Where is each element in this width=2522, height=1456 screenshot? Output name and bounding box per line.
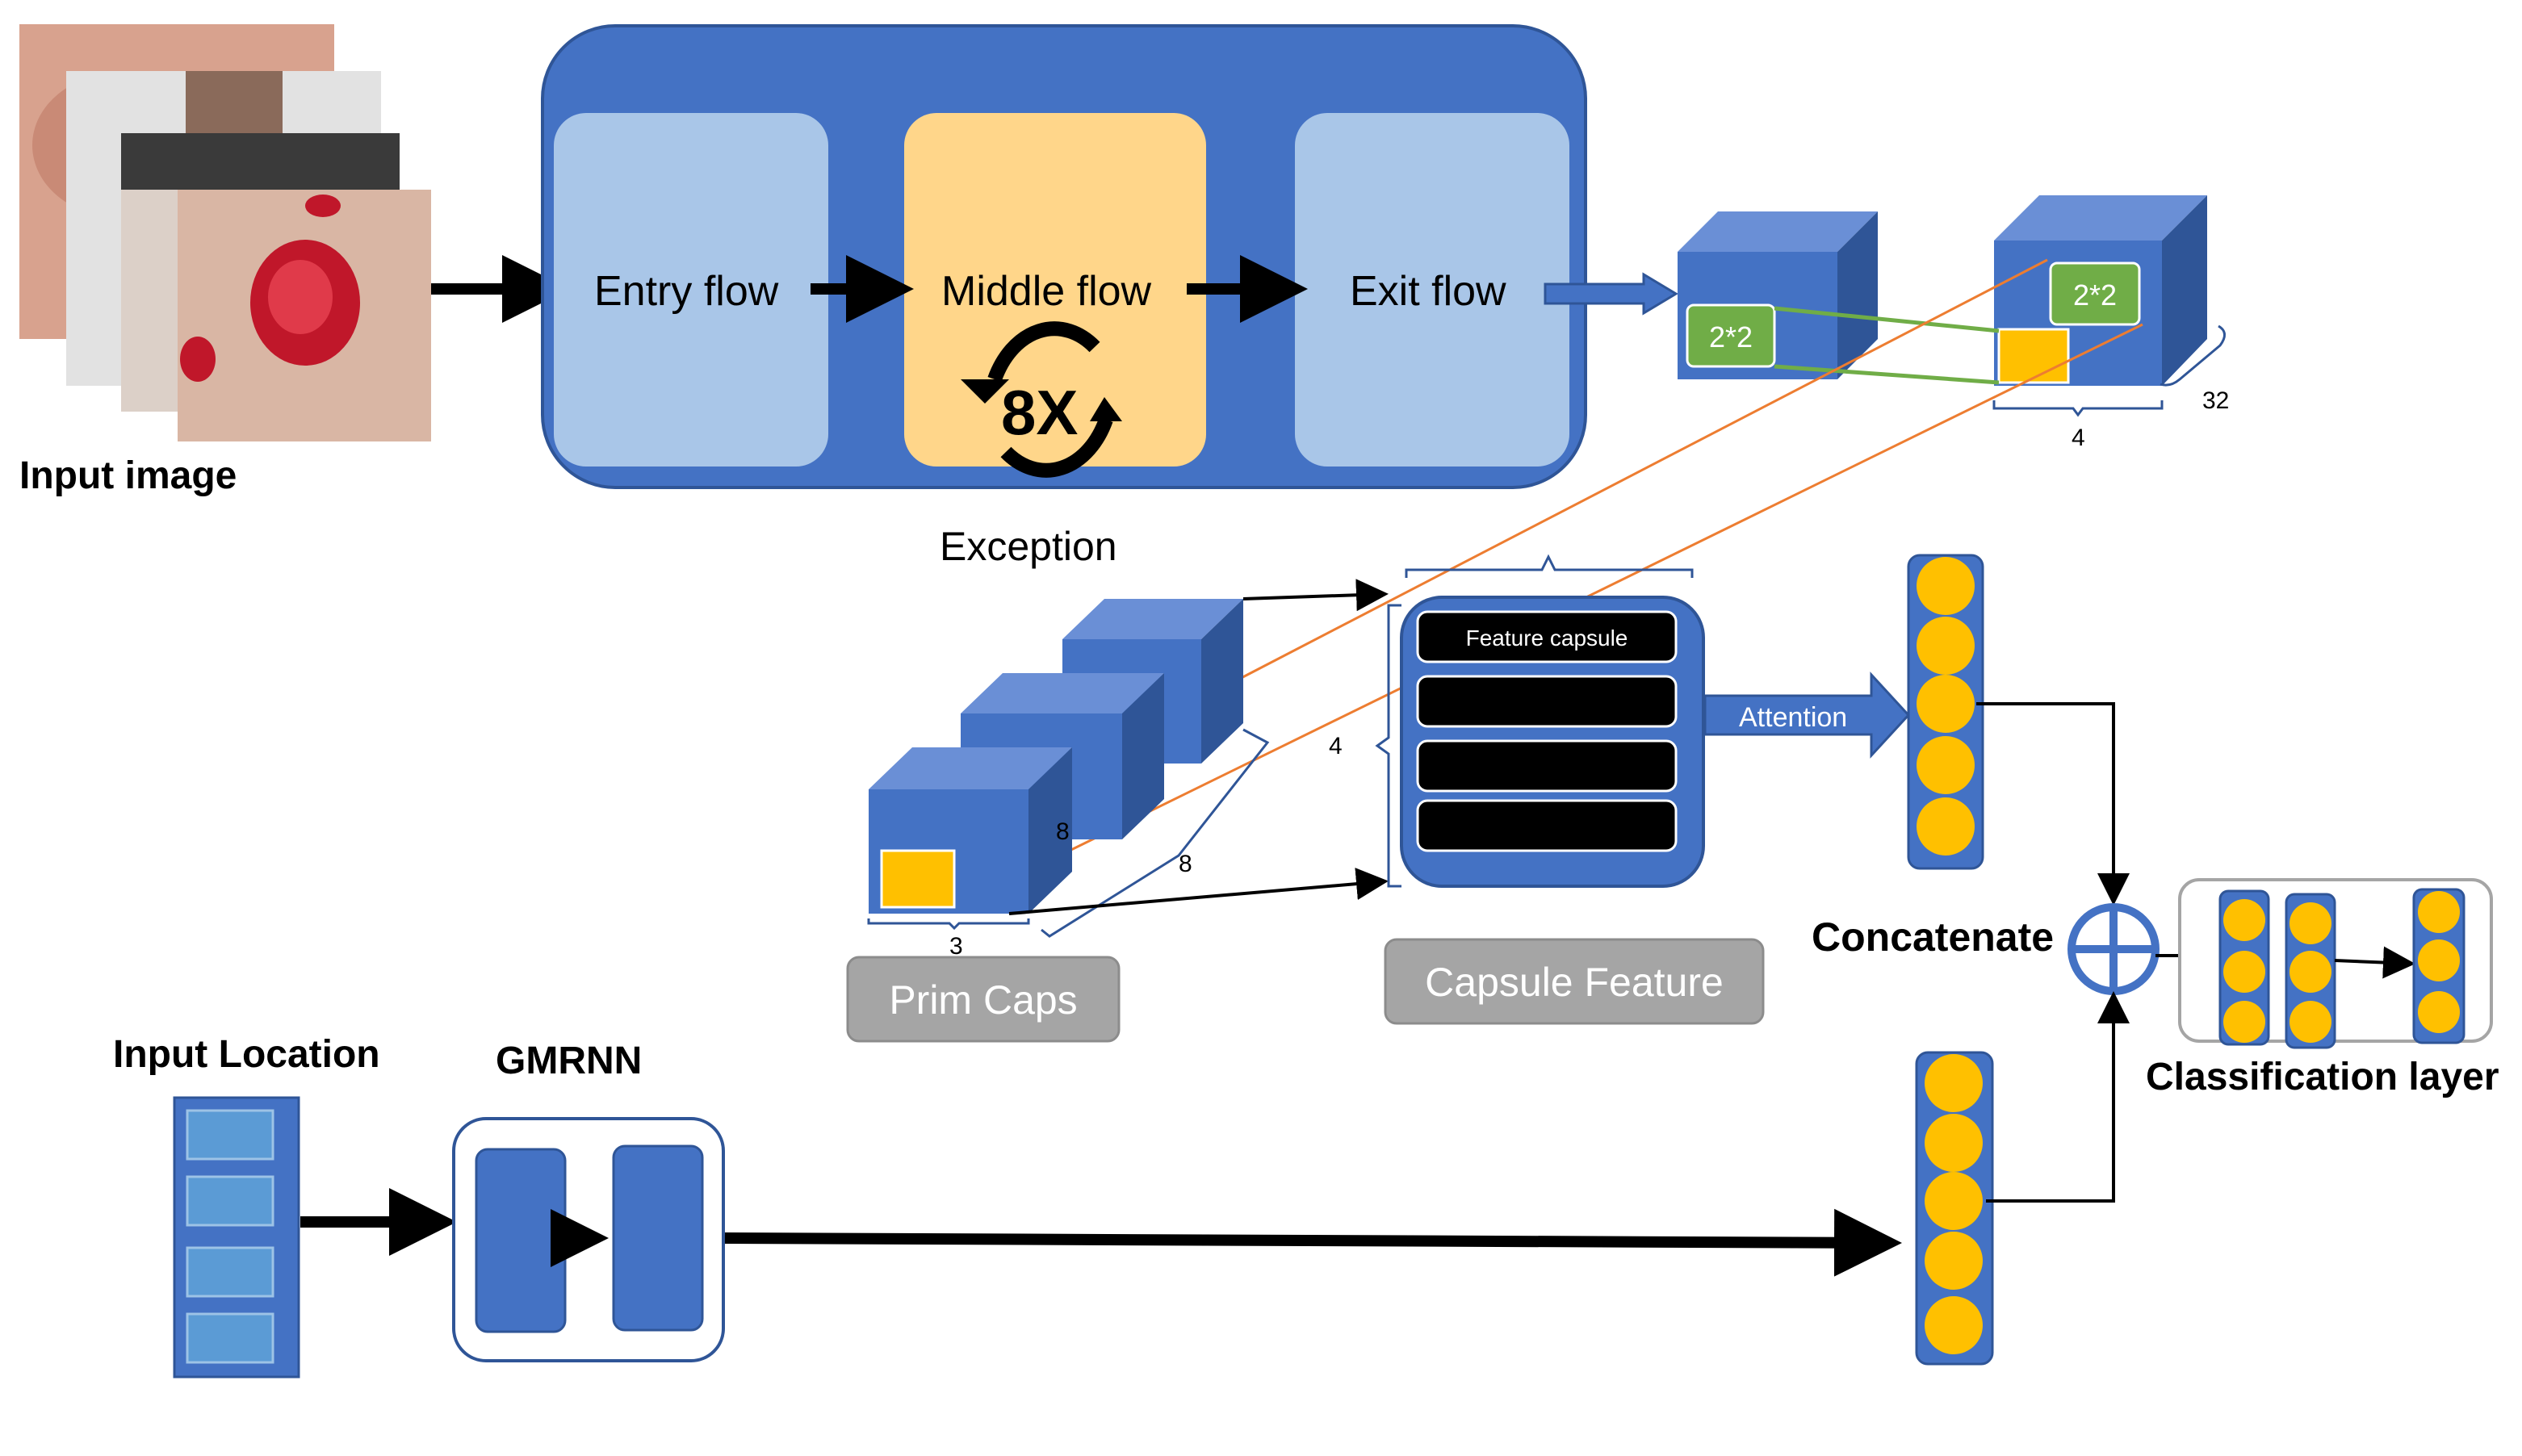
dim-8-inner-label: 8 (1056, 818, 1070, 845)
location-output-vector (1915, 1051, 1994, 1366)
kernel-link-2 (1774, 364, 2000, 385)
entry-flow-label: Entry flow (594, 268, 779, 315)
feature-cube-2: 2*2 (1994, 195, 2207, 386)
gmrnn-label: GMRNN (496, 1040, 642, 1082)
capsule-feature-label: Capsule Feature (1425, 960, 1724, 1005)
exception-label: Exception (940, 524, 1117, 569)
exit-flow-box (1295, 113, 1569, 467)
receptive-field-box-prim (880, 849, 956, 909)
plus-circle-icon (2067, 903, 2160, 995)
gmrnn-block (452, 1117, 725, 1362)
kernel-box-b (2049, 261, 2141, 326)
kernel-link-1 (1774, 306, 2000, 333)
capsule-row-1 (1416, 610, 1678, 663)
dim-3-label: 3 (949, 933, 963, 960)
dim-32-label: 32 (2202, 387, 2229, 414)
arrow-gmrnn-to-location-vector (724, 1208, 1902, 1277)
exception-block: Entry flow Middle flow Exit flow 8X (541, 24, 1587, 489)
brace-caps-left (1375, 604, 1401, 888)
input-location-label: Input Location (113, 1033, 380, 1076)
prim-caps-label: Prim Caps (889, 977, 1077, 1023)
brace-3 (867, 918, 1030, 931)
arrow-prim-to-caps-bottom (1008, 868, 1389, 915)
feature-cube-1: 2*2 (1678, 211, 1878, 379)
brace-4-top (1992, 400, 2164, 417)
dim-8-outer-label: 8 (1179, 851, 1192, 877)
middle-flow-label: Middle flow (941, 268, 1152, 315)
cycle-arrows-icon (961, 321, 1122, 478)
capsule-row-3 (1416, 739, 1678, 793)
kernel-label-a: 2*2 (1709, 320, 1753, 354)
classifier-vector-1 (2218, 889, 2270, 1046)
capsule-row-4 (1416, 799, 1678, 852)
wound-small-1 (180, 337, 216, 382)
attention-arrow (1703, 672, 1911, 759)
feature-capsule-label: Feature capsule (1466, 625, 1628, 651)
prim-caps-cubes (869, 599, 1243, 914)
receptive-field-box-top (1997, 328, 2070, 384)
attention-label: Attention (1739, 702, 1847, 733)
repeat-count: 8X (1001, 377, 1078, 448)
attention-output-vector (1907, 554, 1984, 870)
entry-flow-box (554, 113, 828, 467)
input-location-vector (173, 1096, 300, 1379)
middle-flow-box (904, 113, 1206, 467)
connector-attention-to-concat (1976, 702, 2130, 906)
dim-4-top-label: 4 (2072, 425, 2085, 451)
brace-caps-top (1405, 554, 1694, 578)
wound-main-core (268, 260, 333, 334)
connector-location-to-concat (1986, 991, 2130, 1203)
input-image-label: Input image (19, 454, 237, 497)
exit-flow-label: Exit flow (1350, 268, 1506, 315)
arrow-prim-to-caps-top (1242, 579, 1389, 612)
photo-3-band (121, 133, 400, 190)
classifier-vector-2 (2285, 893, 2336, 1049)
classifier-output-vector (2412, 888, 2465, 1044)
dim-4-caps-label: 4 (1329, 733, 1343, 759)
input-image-stack: Input image (19, 24, 431, 497)
capsule-feature-tag (1384, 938, 1765, 1025)
arrow-classifier-internal (2334, 946, 2415, 979)
wound-small-2 (305, 195, 341, 217)
concatenate-label: Concatenate (1812, 914, 2054, 960)
brace-32 (2160, 324, 2226, 387)
brace-8-outer (1041, 728, 1270, 938)
arrow-exit-to-cube (1544, 272, 1678, 316)
classification-layer-label: Classification layer (2146, 1056, 2499, 1098)
kernel-box-a (1686, 303, 1776, 368)
prim-caps-tag (846, 956, 1121, 1043)
capsule-row-2 (1416, 675, 1678, 728)
kernel-label-b: 2*2 (2073, 278, 2117, 312)
